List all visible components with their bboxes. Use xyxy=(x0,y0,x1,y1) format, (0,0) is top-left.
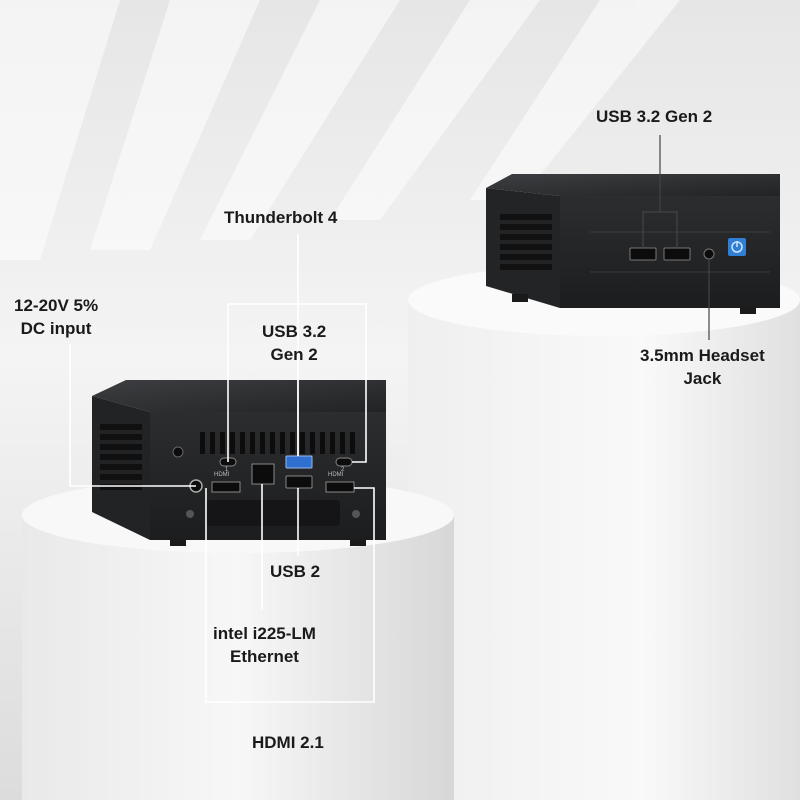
callout-lines-rear xyxy=(69,234,375,703)
hdmi-port-2 xyxy=(325,481,355,493)
ethernet-port xyxy=(251,463,275,485)
label-ethernet-line2: Ethernet xyxy=(230,647,299,666)
right-pedestal xyxy=(408,264,800,800)
label-ethernet-line1: intel i225-LM xyxy=(213,624,316,643)
rear-usb2-port xyxy=(285,475,313,489)
label-dc-line1: 12-20V 5% xyxy=(14,296,99,315)
front-usb-port-2 xyxy=(663,247,691,261)
front-usb-port-1 xyxy=(629,247,657,261)
label-usb32-gen2-front: USB 3.2 Gen 2 xyxy=(596,105,712,128)
kensington-lock xyxy=(172,446,184,458)
label-usb32-line2: Gen 2 xyxy=(270,345,318,364)
headset-jack xyxy=(703,248,715,260)
label-headset-jack: 3.5mm Headset Jack xyxy=(640,344,765,390)
hdmi-port-1 xyxy=(211,481,241,493)
label-dc-input: 12-20V 5% DC input xyxy=(14,294,98,340)
label-headset-line2: Jack xyxy=(683,369,722,388)
light-rays xyxy=(0,0,680,260)
callout-lines-front xyxy=(642,135,710,340)
bottom-panel xyxy=(206,500,340,526)
port-mark-tb-1: 1 xyxy=(225,467,229,473)
side-vent-left xyxy=(100,424,142,490)
mini-pc-rear-view xyxy=(92,380,386,546)
side-vent xyxy=(500,214,552,270)
label-thunderbolt-text: Thunderbolt 4 xyxy=(224,208,338,227)
label-usb32-gen2-rear: USB 3.2 Gen 2 xyxy=(262,320,326,366)
mini-pc-front-view xyxy=(486,174,780,314)
rear-vent xyxy=(200,432,355,454)
label-dc-line2: DC input xyxy=(20,319,92,338)
label-ethernet: intel i225-LM Ethernet xyxy=(213,622,316,668)
label-thunderbolt-4: Thunderbolt 4 xyxy=(224,206,337,229)
label-usb32gen2-front-text: USB 3.2 Gen 2 xyxy=(596,107,713,126)
label-hdmi: HDMI 2.1 xyxy=(252,731,324,754)
label-usb2-text: USB 2 xyxy=(270,562,321,581)
rear-usb32-port xyxy=(285,455,313,469)
port-mark-tb-2: 2 xyxy=(341,467,345,473)
label-headset-line1: 3.5mm Headset xyxy=(640,346,765,365)
thunderbolt-port-2 xyxy=(335,457,353,467)
label-usb2: USB 2 xyxy=(270,560,320,583)
port-mark-hdmi-2: HDMI xyxy=(328,472,344,478)
port-mark-hdmi-1: HDMI xyxy=(214,472,230,478)
label-hdmi-text: HDMI 2.1 xyxy=(252,733,324,752)
label-usb32-line1: USB 3.2 xyxy=(262,322,327,341)
